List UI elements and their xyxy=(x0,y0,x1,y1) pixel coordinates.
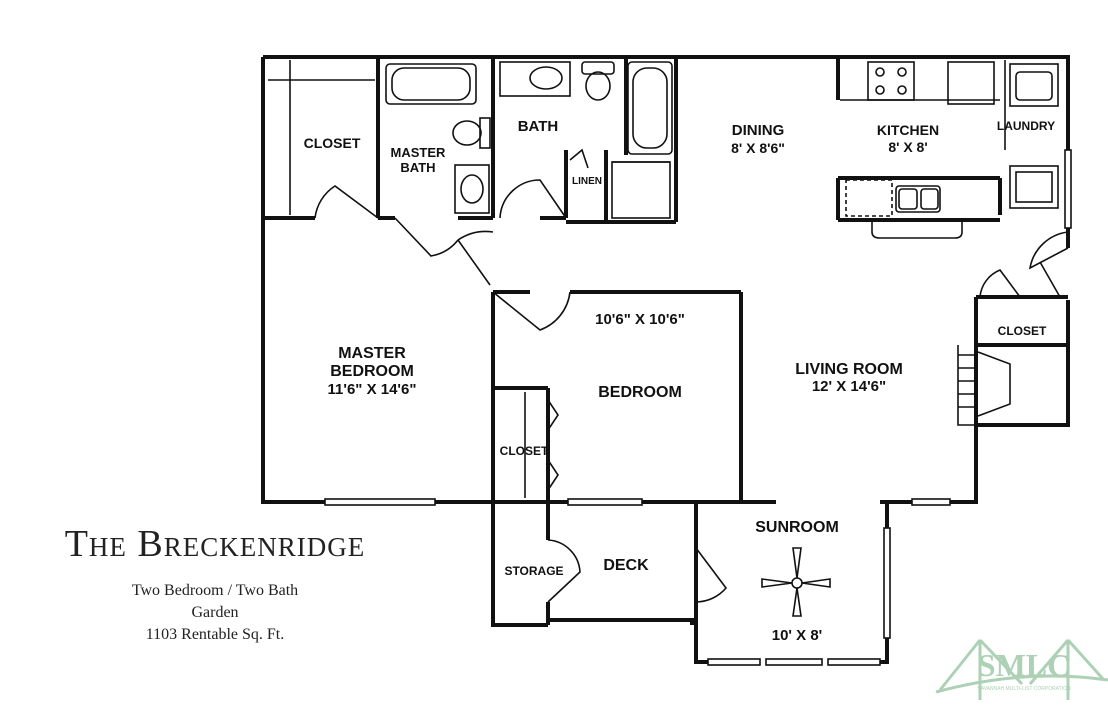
master-bedroom-label-2: BEDROOM xyxy=(330,363,414,380)
logo-text: SMLC xyxy=(978,647,1070,683)
room-labels: CLOSET MASTER BATH BATH LINEN DINING 8' … xyxy=(304,118,1056,644)
kitchen-size: 8' X 8' xyxy=(888,139,927,155)
plan-area: 1103 Rentable Sq. Ft. xyxy=(145,626,285,643)
master-bath-label: MASTER xyxy=(391,145,447,160)
master-bath-label-2: BATH xyxy=(400,160,435,175)
laundry-label: LAUNDRY xyxy=(997,119,1055,133)
storage-label: STORAGE xyxy=(504,564,563,578)
deck-label: DECK xyxy=(603,557,649,574)
sunroom-label: SUNROOM xyxy=(755,519,839,536)
living-room-label: LIVING ROOM xyxy=(795,361,903,378)
bedroom-size: 10'6" X 10'6" xyxy=(595,311,685,328)
smlc-logo: SMLC SAVANNAH MULTI-LIST CORPORATION xyxy=(935,638,1108,700)
sunroom-size: 10' X 8' xyxy=(772,627,823,644)
closet-bedroom-label: CLOSET xyxy=(500,444,549,458)
bath-label: BATH xyxy=(518,118,559,135)
plan-caption: The Breckenridge Two Bedroom / Two Bath … xyxy=(0,522,430,646)
closet-master-label: CLOSET xyxy=(304,135,361,151)
plan-style: Garden xyxy=(191,604,239,621)
master-bedroom-label: MASTER xyxy=(338,345,406,362)
fixtures xyxy=(268,60,1059,617)
bridge-icon xyxy=(935,638,1108,700)
kitchen-label: KITCHEN xyxy=(877,122,939,138)
logo-subtext: SAVANNAH MULTI-LIST CORPORATION xyxy=(977,686,1071,692)
plan-name: The Breckenridge xyxy=(64,523,366,565)
walls xyxy=(261,55,1070,664)
plan-type: Two Bedroom / Two Bath xyxy=(131,582,299,599)
doors xyxy=(314,148,1069,603)
bedroom-label: BEDROOM xyxy=(598,384,682,401)
dining-size: 8' X 8'6" xyxy=(731,140,785,156)
linen-label: LINEN xyxy=(572,176,602,187)
windows xyxy=(324,149,1072,666)
dining-label: DINING xyxy=(732,122,785,139)
master-bedroom-size: 11'6" X 14'6" xyxy=(328,381,417,398)
living-room-size: 12' X 14'6" xyxy=(812,378,886,395)
closet-entry-label: CLOSET xyxy=(998,324,1047,338)
